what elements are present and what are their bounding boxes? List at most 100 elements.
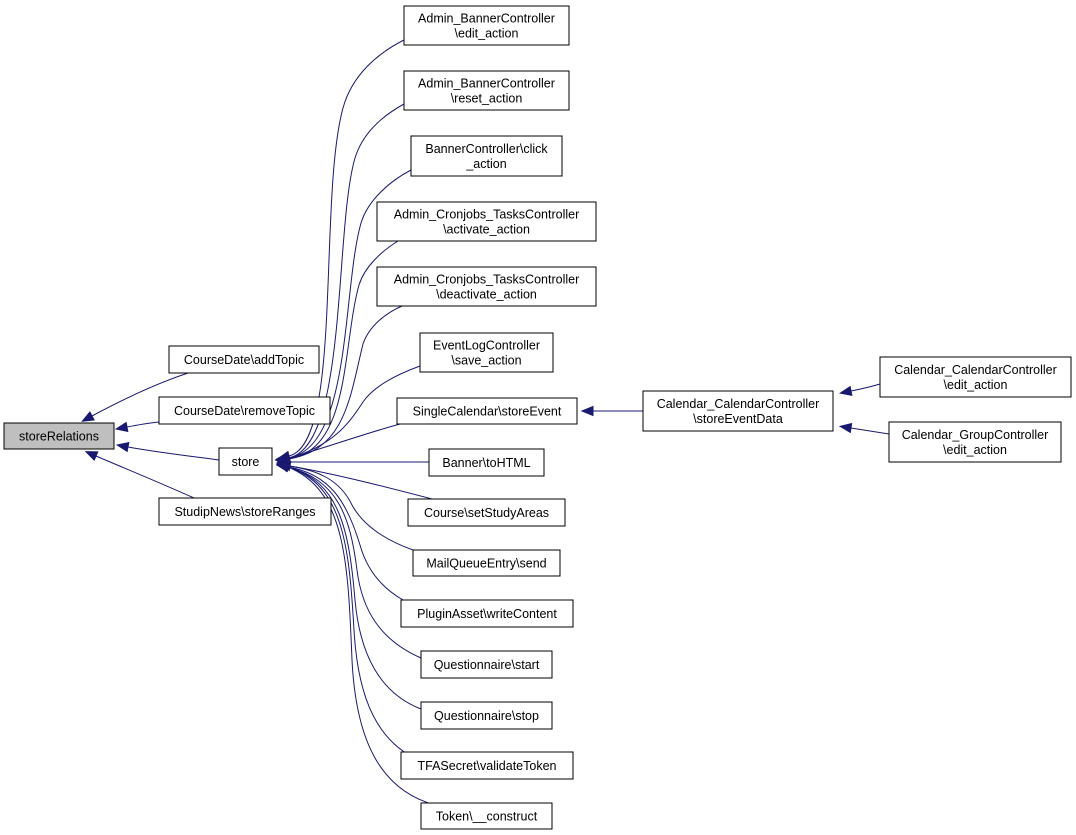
node-quest-stop[interactable]: Questionnaire\stop — [420, 701, 553, 730]
node-storeranges[interactable]: StudipNews\storeRanges — [158, 497, 332, 526]
node-box — [410, 135, 563, 177]
node-box — [879, 356, 1072, 398]
node-label: CourseDate\removeTopic — [174, 404, 315, 418]
nodes-layer: storeRelations CourseDate\addTopicCourseD… — [3, 5, 1072, 830]
node-box — [400, 751, 574, 780]
arrowhead-icon — [84, 451, 99, 462]
edge-course-study-to-store — [277, 460, 433, 500]
node-box — [400, 599, 574, 628]
node-label: Questionnaire\start — [434, 658, 540, 672]
node-groupctrl-edit[interactable]: Calendar_GroupController\edit_action — [888, 421, 1062, 463]
node-label: _action — [465, 157, 506, 171]
node-tfa-validate[interactable]: TFASecret\validateToken — [400, 751, 574, 780]
node-label: Calendar_GroupController — [902, 428, 1049, 442]
edge-groupctrl-edit-to-calctrl-storeevent — [838, 422, 890, 435]
node-cron-activate[interactable]: Admin_Cronjobs_TasksController\activate_… — [376, 201, 597, 242]
node-calctrl-storeevent[interactable]: Calendar_CalendarController\storeEventDa… — [642, 390, 834, 432]
node-label: Admin_Cronjobs_TasksController — [394, 208, 580, 222]
node-label: PluginAsset\writeContent — [417, 607, 557, 621]
edge-store-to-storerelations — [115, 441, 220, 461]
arrowhead-icon — [81, 411, 95, 422]
node-label: Questionnaire\stop — [434, 709, 539, 723]
node-banner-tohtml[interactable]: Banner\toHTML — [428, 448, 545, 477]
node-pluginasset-write[interactable]: PluginAsset\writeContent — [400, 599, 574, 628]
node-label: \activate_action — [443, 223, 530, 237]
arrowhead-icon — [838, 422, 853, 434]
node-label: StudipNews\storeRanges — [174, 505, 315, 519]
node-mailqueue-send[interactable]: MailQueueEntry\send — [412, 549, 561, 577]
node-removetopic[interactable]: CourseDate\removeTopic — [158, 396, 331, 425]
node-box — [420, 802, 553, 830]
node-box — [158, 396, 331, 425]
node-label: Course\setStudyAreas — [424, 506, 549, 520]
node-eventlog-save[interactable]: EventLogController\save_action — [419, 332, 554, 373]
node-box — [168, 345, 320, 374]
node-quest-start[interactable]: Questionnaire\start — [420, 650, 553, 679]
node-label: \edit_action — [455, 27, 519, 41]
node-banner-edit[interactable]: Admin_BannerController\edit_action — [403, 5, 570, 46]
node-box — [218, 447, 273, 476]
node-label: Calendar_CalendarController — [894, 363, 1057, 377]
node-label: \edit_action — [944, 378, 1008, 392]
arrowhead-icon — [114, 421, 129, 433]
edge-calctrl-storeevent-to-singlecal-store — [580, 405, 644, 417]
edge-pluginasset-write-to-store — [275, 461, 404, 601]
node-label: Token\__construct — [436, 810, 538, 824]
node-label: TFASecret\validateToken — [418, 759, 557, 773]
node-label: Calendar_CalendarController — [657, 397, 820, 411]
node-label: Admin_BannerController — [418, 12, 555, 26]
node-label: store — [232, 455, 260, 469]
node-label: MailQueueEntry\send — [426, 557, 546, 571]
node-label: CourseDate\addTopic — [184, 353, 304, 367]
node-label: Admin_BannerController — [418, 77, 555, 91]
arrowhead-icon — [276, 462, 291, 473]
node-storerelations[interactable]: storeRelations — [3, 422, 115, 450]
node-label: storeRelations — [19, 430, 99, 444]
node-label: Admin_Cronjobs_TasksController — [394, 273, 580, 287]
edge-cron-deactivate-to-store — [275, 305, 403, 465]
node-label: SingleCalendar\storeEvent — [413, 405, 562, 419]
node-box — [420, 650, 553, 679]
node-box — [158, 497, 332, 526]
node-box — [420, 701, 553, 730]
node-box — [376, 201, 597, 242]
node-label: EventLogController — [433, 339, 540, 353]
edge-removetopic-to-storerelations — [114, 421, 160, 433]
node-label: \edit_action — [943, 443, 1007, 457]
node-course-study[interactable]: Course\setStudyAreas — [407, 498, 566, 527]
node-addtopic[interactable]: CourseDate\addTopic — [168, 345, 320, 374]
node-singlecal-store[interactable]: SingleCalendar\storeEvent — [396, 397, 578, 425]
node-label: BannerController\click — [425, 142, 548, 156]
node-box — [403, 70, 570, 111]
edge-storeranges-to-storerelations — [84, 451, 195, 499]
node-box — [428, 448, 545, 477]
node-box — [403, 5, 570, 46]
node-banner-click[interactable]: BannerController\click_action — [410, 135, 563, 177]
node-label: Banner\toHTML — [442, 456, 530, 470]
edge-banner-tohtml-to-store — [277, 456, 429, 468]
arrowhead-icon — [580, 405, 594, 417]
node-box — [376, 266, 597, 307]
node-token-construct[interactable]: Token\__construct — [420, 802, 553, 830]
node-label: \deactivate_action — [436, 288, 537, 302]
node-calctrl-edit[interactable]: Calendar_CalendarController\edit_action — [879, 356, 1072, 398]
node-box — [396, 397, 578, 425]
node-box — [412, 549, 561, 577]
node-box — [407, 498, 566, 527]
node-label: \reset_action — [451, 92, 523, 106]
node-store[interactable]: store — [218, 447, 273, 476]
node-label: \storeEventData — [693, 412, 783, 426]
node-box — [419, 332, 554, 373]
edge-addtopic-to-storerelations — [81, 372, 189, 422]
edge-quest-start-to-store — [276, 462, 422, 659]
edge-calctrl-edit-to-calctrl-storeevent — [838, 383, 881, 397]
node-label: \save_action — [451, 354, 521, 368]
node-box — [3, 422, 115, 450]
node-cron-deactivate[interactable]: Admin_Cronjobs_TasksController\deactivat… — [376, 266, 597, 307]
arrowhead-icon — [838, 385, 853, 397]
node-banner-reset[interactable]: Admin_BannerController\reset_action — [403, 70, 570, 111]
node-box — [642, 390, 834, 432]
arrowhead-icon — [115, 441, 130, 453]
node-box — [888, 421, 1062, 463]
